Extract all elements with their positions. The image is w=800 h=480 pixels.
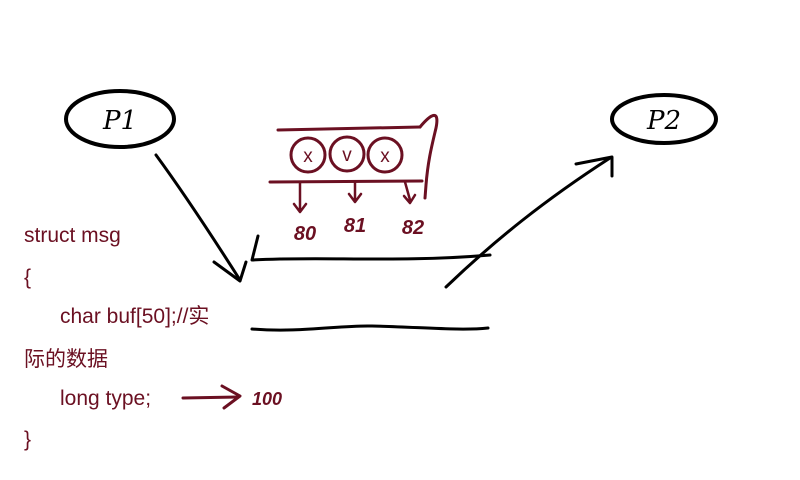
struct-code-block: struct msg { char buf[50];//实 际的数据 long …: [24, 224, 209, 451]
process-p2-node: P2: [610, 93, 718, 145]
process-p1-node: P1: [64, 89, 176, 149]
p1-send-arrow: [154, 153, 248, 283]
type-annotation: 100: [181, 384, 282, 410]
code-line-buf: char buf[50];//实: [60, 305, 209, 328]
queue-node-2: x: [366, 136, 404, 174]
queue-node-2-mark: x: [380, 146, 390, 167]
queue-node-1: v: [328, 135, 366, 173]
queue-node-1-mark: v: [342, 145, 352, 166]
code-line-buf-comment: 际的数据: [24, 348, 108, 371]
process-p2-label: P2: [646, 106, 681, 136]
queue-address-1: 81: [344, 215, 366, 237]
code-line-struct: struct msg: [24, 224, 121, 247]
queue-node-0-mark: x: [303, 146, 313, 167]
queue-address-0: 80: [294, 223, 316, 245]
queue-node-0: x: [289, 136, 327, 174]
code-line-close-brace: }: [24, 428, 31, 451]
queue-address-2: 82: [402, 217, 424, 239]
code-line-type: long type;: [60, 387, 151, 410]
p2-receive-arrow: [444, 155, 614, 289]
code-line-open-brace: {: [24, 266, 31, 289]
type-annotation-value: 100: [252, 389, 282, 409]
message-channel-line: [250, 234, 492, 262]
message-channel-underline: [250, 324, 490, 332]
process-p1-label: P1: [102, 106, 137, 136]
message-queue-sketch: x v x 80 81 82: [268, 114, 439, 245]
